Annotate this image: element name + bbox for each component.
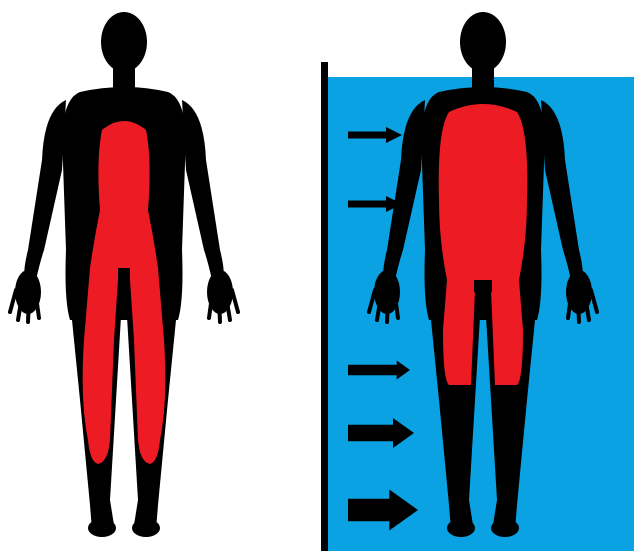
figure-out-of-water [10, 12, 238, 537]
container-wall [321, 62, 328, 551]
